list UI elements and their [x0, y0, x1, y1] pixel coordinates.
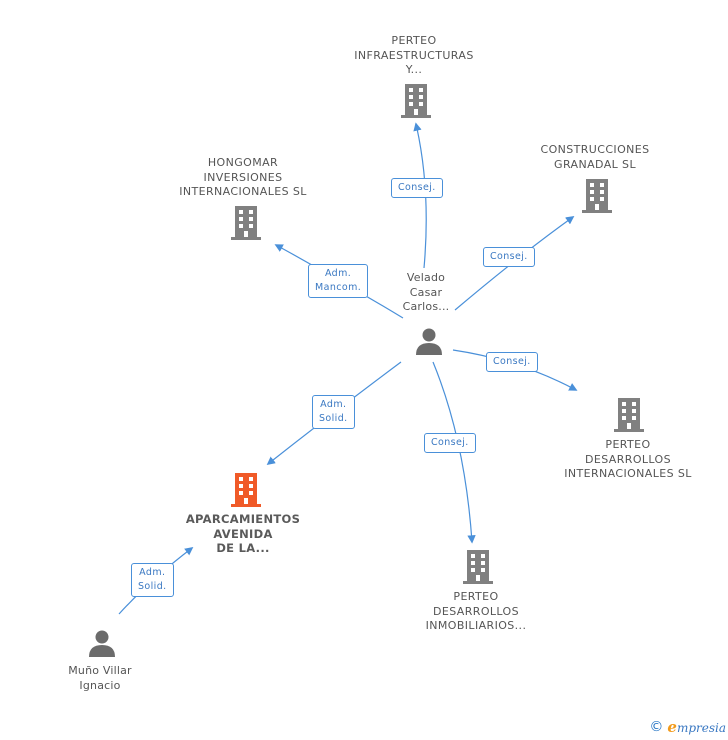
node-label-velado[interactable]: Velado Casar Carlos...: [402, 271, 450, 313]
edge-label-adm-mancom: Adm. Mancom.: [308, 264, 369, 298]
edge-label-consej: Consej.: [391, 178, 443, 198]
edge-label-consej: Consej.: [424, 433, 476, 453]
building-highlight-icon[interactable]: [230, 473, 262, 507]
node-label-perteo-infra[interactable]: PERTEO INFRAESTRUCTURAS Y...: [354, 34, 474, 76]
edge-label-adm-solid: Adm. Solid.: [312, 395, 355, 429]
building-icon[interactable]: [230, 206, 262, 240]
node-label-aparcamientos[interactable]: APARCAMIENTOS AVENIDA DE LA...: [185, 512, 301, 555]
node-label-perteo-inmob[interactable]: PERTEO DESARROLLOS INMOBILIARIOS...: [425, 590, 527, 632]
edge-label-adm-solid: Adm. Solid.: [131, 563, 174, 597]
building-icon[interactable]: [462, 550, 494, 584]
building-icon[interactable]: [581, 179, 613, 213]
node-label-hongomar[interactable]: HONGOMAR INVERSIONES INTERNACIONALES SL: [179, 156, 307, 198]
edge-label-consej: Consej.: [483, 247, 535, 267]
node-label-perteo-intl[interactable]: PERTEO DESARROLLOS INTERNACIONALES SL: [564, 438, 692, 480]
person-icon[interactable]: [414, 326, 444, 356]
building-icon[interactable]: [613, 398, 645, 432]
node-label-construcciones[interactable]: CONSTRUCCIONES GRANADAL SL: [540, 143, 650, 171]
building-icon[interactable]: [400, 84, 432, 118]
copyright-icon: ©: [649, 719, 664, 735]
footer-brand: © empresia: [649, 718, 726, 736]
person-icon[interactable]: [87, 628, 117, 658]
node-label-muno[interactable]: Muño Villar Ignacio: [68, 664, 132, 692]
brand-logo: empresia: [667, 718, 726, 736]
edge-label-consej: Consej.: [486, 352, 538, 372]
